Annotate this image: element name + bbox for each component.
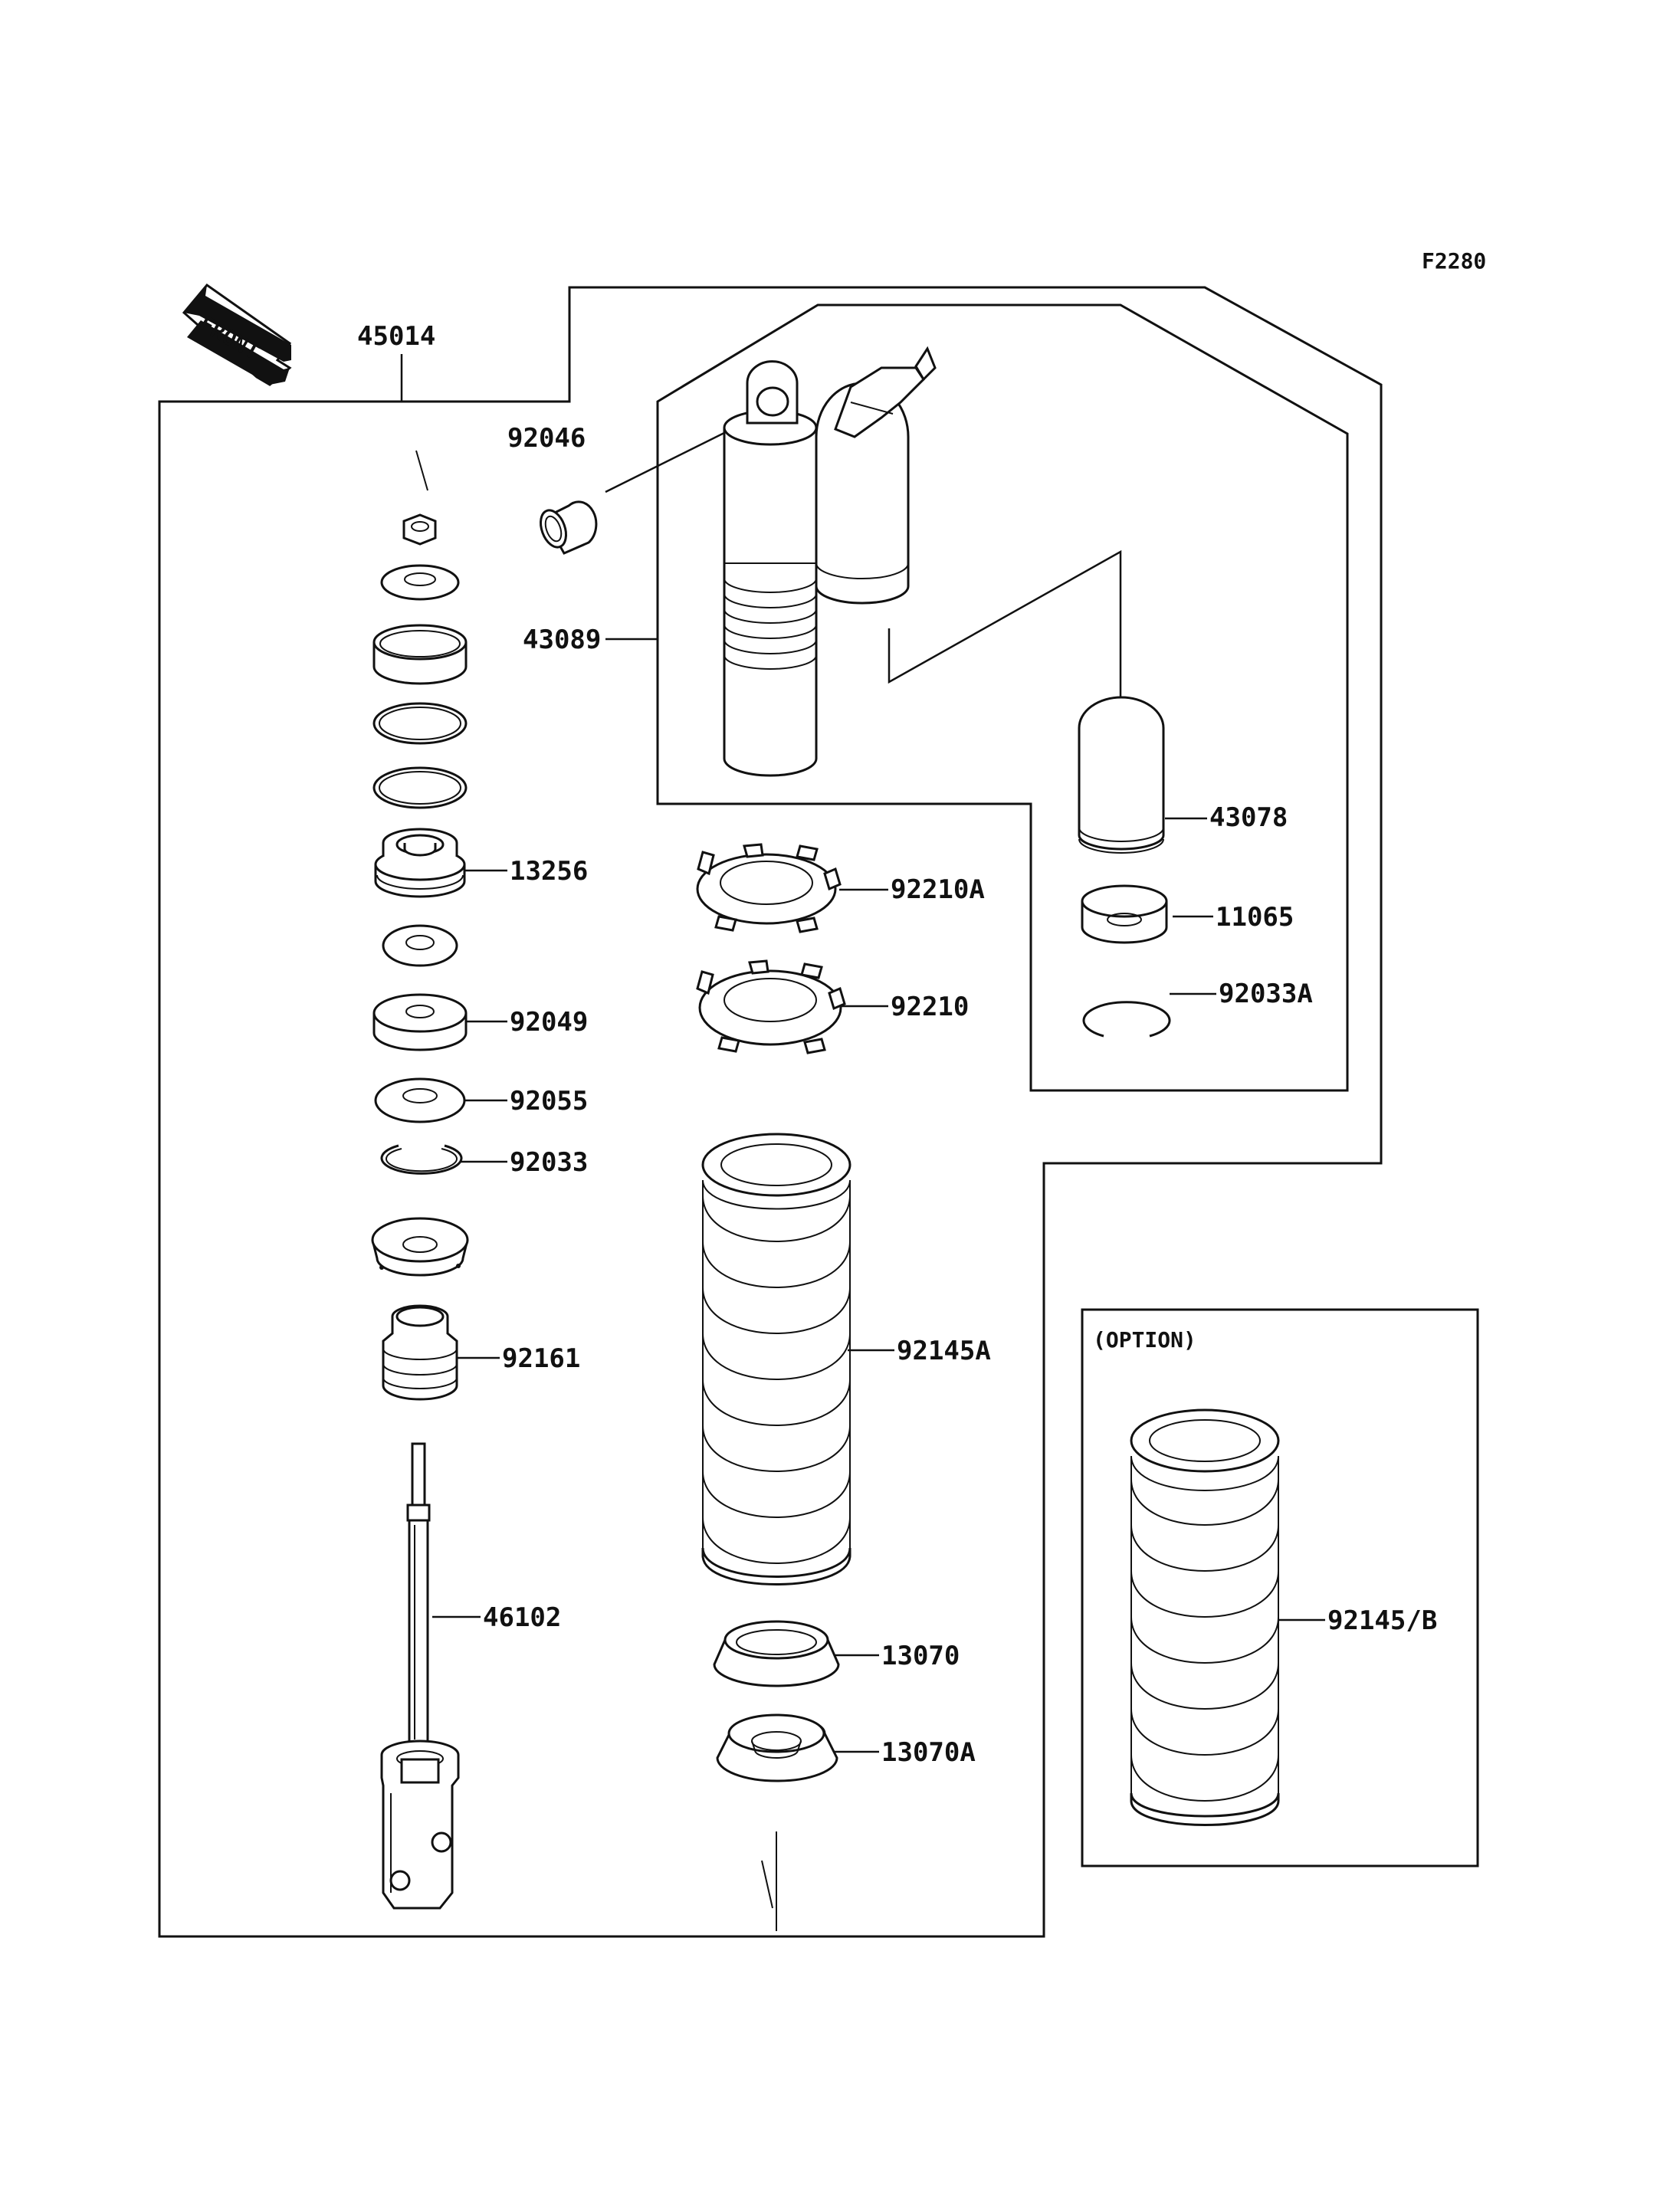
label-45014: 45014 bbox=[357, 321, 435, 352]
spring-92145B bbox=[1130, 1408, 1280, 1826]
option-label: (OPTION) bbox=[1093, 1327, 1196, 1353]
rod-assembly-axis bbox=[415, 450, 428, 491]
washer bbox=[380, 564, 460, 601]
reservoir-cap-11065 bbox=[1081, 884, 1168, 944]
label-92049: 92049 bbox=[510, 1007, 588, 1038]
assembly-frame-45014 bbox=[158, 286, 1383, 1938]
lower-axis bbox=[761, 1831, 777, 1931]
label-92161: 92161 bbox=[502, 1343, 580, 1374]
front-arrow-icon: FRONT bbox=[182, 283, 292, 386]
o-ring-lower bbox=[372, 766, 468, 809]
label-43078: 43078 bbox=[1209, 802, 1288, 833]
o-ring-upper bbox=[372, 702, 468, 745]
washer-92055 bbox=[374, 1077, 466, 1123]
label-13070A: 13070A bbox=[881, 1737, 976, 1768]
lock-nut-92210A bbox=[696, 843, 842, 933]
bearing-92046 bbox=[540, 500, 598, 555]
shock-body-43089 bbox=[723, 346, 937, 777]
spring-92145A bbox=[701, 1133, 851, 1585]
figure-code: F2280 bbox=[1422, 248, 1486, 274]
collar bbox=[372, 624, 468, 685]
bladder-43078 bbox=[1078, 696, 1165, 854]
circlip-92033A bbox=[1082, 1001, 1171, 1038]
lock-nut-92210 bbox=[696, 959, 846, 1054]
spring-seat-13070 bbox=[713, 1620, 840, 1687]
label-13070: 13070 bbox=[881, 1641, 960, 1671]
spring-seat-lower bbox=[371, 1217, 469, 1277]
label-92145B: 92145/B bbox=[1327, 1605, 1437, 1636]
bump-rubber-92161 bbox=[382, 1304, 458, 1401]
label-92145A: 92145A bbox=[897, 1336, 991, 1366]
circlip-92033 bbox=[380, 1144, 463, 1175]
label-13256: 13256 bbox=[510, 856, 588, 887]
nut bbox=[402, 513, 437, 546]
label-92055: 92055 bbox=[510, 1086, 588, 1117]
label-92033: 92033 bbox=[510, 1147, 588, 1178]
option-frame bbox=[1081, 1308, 1479, 1867]
label-11065: 11065 bbox=[1216, 902, 1294, 933]
label-92210A: 92210A bbox=[891, 874, 985, 905]
label-43089: 43089 bbox=[523, 625, 601, 655]
spring-seat-13070A bbox=[716, 1713, 838, 1782]
label-92210: 92210 bbox=[891, 992, 969, 1022]
label-46102: 46102 bbox=[483, 1602, 561, 1633]
washer-small bbox=[382, 924, 458, 967]
seal-assembly-13256 bbox=[374, 828, 466, 898]
assembly-frame-43089 bbox=[656, 303, 1349, 1092]
piston-rod-46102 bbox=[380, 1442, 460, 1910]
label-92033A: 92033A bbox=[1219, 979, 1313, 1009]
label-92046: 92046 bbox=[507, 423, 586, 454]
spacer-92049 bbox=[372, 993, 468, 1051]
